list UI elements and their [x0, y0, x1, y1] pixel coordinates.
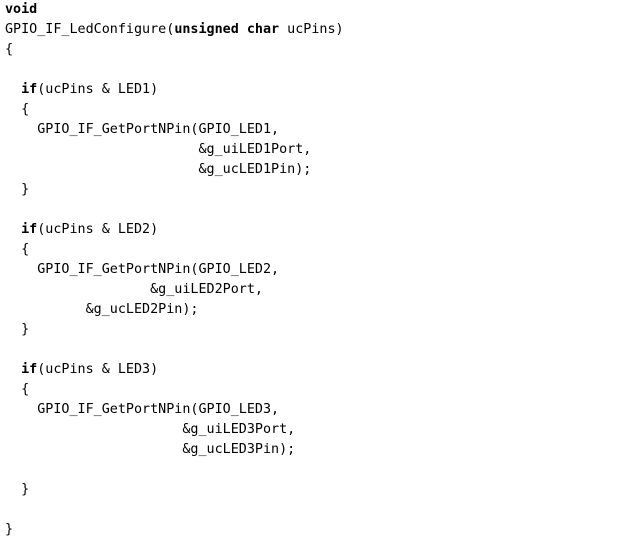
- code-line: [5, 60, 344, 80]
- code-line: }: [5, 520, 344, 540]
- code-line: [5, 200, 344, 220]
- indent: [5, 162, 198, 177]
- code-text: GPIO_IF_GetPortNPin(GPIO_LED2,: [37, 262, 280, 277]
- indent: [5, 222, 21, 237]
- code-keyword: void: [5, 2, 38, 17]
- code-line: {: [5, 240, 344, 260]
- code-line: GPIO_IF_GetPortNPin(GPIO_LED3,: [5, 400, 344, 420]
- code-text: &g_ucLED2Pin);: [85, 302, 199, 317]
- code-text: GPIO_IF_LedConfigure(: [5, 22, 175, 37]
- indent: [5, 322, 21, 337]
- code-line: GPIO_IF_GetPortNPin(GPIO_LED1,: [5, 120, 344, 140]
- code-line: {: [5, 40, 344, 60]
- code-text: &g_uiLED3Port,: [182, 422, 296, 437]
- indent: [5, 382, 21, 397]
- code-line: &g_uiLED1Port,: [5, 140, 344, 160]
- code-text: &g_ucLED1Pin);: [198, 162, 312, 177]
- code-keyword: char: [246, 22, 280, 37]
- indent: [5, 102, 21, 117]
- code-text: {: [5, 42, 14, 57]
- code-text: {: [21, 382, 30, 397]
- code-keyword: if: [21, 82, 38, 97]
- indent: [5, 302, 86, 317]
- code-line: {: [5, 100, 344, 120]
- code-keyword: unsigned: [174, 22, 239, 37]
- code-text: }: [5, 522, 14, 537]
- code-text: }: [21, 322, 30, 337]
- indent: [5, 402, 37, 417]
- code-text: }: [21, 482, 30, 497]
- code-line: &g_ucLED2Pin);: [5, 300, 344, 320]
- code-text: [239, 22, 247, 37]
- indent: [5, 182, 21, 197]
- code-text: &g_ucLED3Pin);: [182, 442, 296, 457]
- code-line: &g_ucLED3Pin);: [5, 440, 344, 460]
- indent: [5, 422, 182, 437]
- indent: [5, 242, 21, 257]
- code-line: if(ucPins & LED1): [5, 80, 344, 100]
- code-line: }: [5, 480, 344, 500]
- code-text: GPIO_IF_GetPortNPin(GPIO_LED1,: [37, 122, 280, 137]
- code-text: &g_uiLED2Port,: [150, 282, 263, 297]
- code-line: }: [5, 180, 344, 200]
- code-text: (ucPins & LED2): [37, 222, 159, 237]
- code-line: &g_uiLED3Port,: [5, 420, 344, 440]
- code-line: if(ucPins & LED3): [5, 360, 344, 380]
- code-text: GPIO_IF_GetPortNPin(GPIO_LED3,: [37, 402, 280, 417]
- code-line: }: [5, 320, 344, 340]
- code-text: {: [21, 242, 30, 257]
- indent: [5, 482, 21, 497]
- code-line: [5, 460, 344, 480]
- indent: [5, 282, 150, 297]
- code-keyword: if: [21, 362, 38, 377]
- code-line: if(ucPins & LED2): [5, 220, 344, 240]
- code-text: &g_uiLED1Port,: [198, 142, 312, 157]
- code-line: GPIO_IF_GetPortNPin(GPIO_LED2,: [5, 260, 344, 280]
- code-line: [5, 500, 344, 520]
- indent: [5, 442, 182, 457]
- code-line: [5, 340, 344, 360]
- code-text: {: [21, 102, 30, 117]
- code-text: }: [21, 182, 30, 197]
- code-line: {: [5, 380, 344, 400]
- code-line: &g_ucLED1Pin);: [5, 160, 344, 180]
- indent: [5, 82, 21, 97]
- indent: [5, 262, 37, 277]
- code-text: (ucPins & LED3): [37, 362, 159, 377]
- code-line: GPIO_IF_LedConfigure(unsigned char ucPin…: [5, 20, 344, 40]
- code-line: void: [5, 0, 344, 20]
- code-text: ucPins): [279, 22, 344, 37]
- indent: [5, 362, 21, 377]
- code-keyword: if: [21, 222, 38, 237]
- indent: [5, 122, 37, 137]
- code-line: &g_uiLED2Port,: [5, 280, 344, 300]
- indent: [5, 142, 198, 157]
- code-text: (ucPins & LED1): [37, 82, 159, 97]
